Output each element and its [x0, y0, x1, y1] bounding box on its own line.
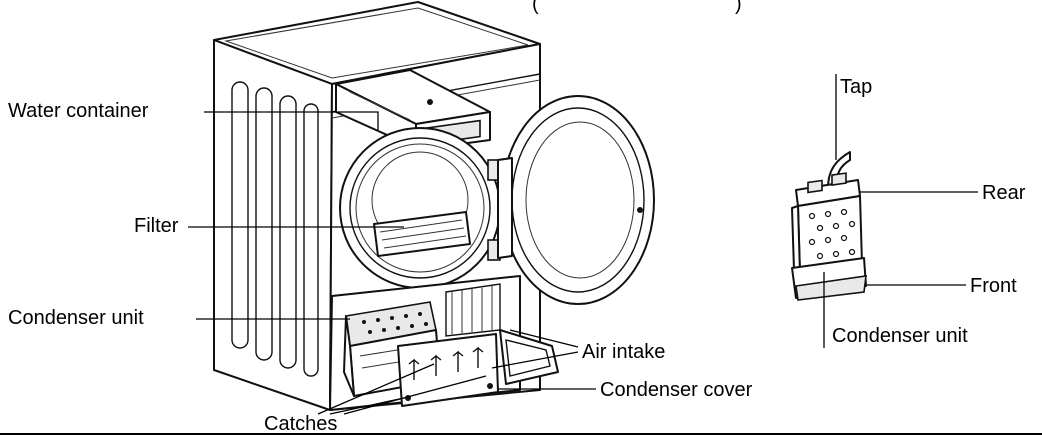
label-condenser-unit-right-text: Condenser unit [832, 325, 968, 347]
label-condenser-unit-left: Condenser unit [8, 307, 350, 329]
label-catches: Catches [264, 363, 487, 435]
label-rear: Rear [860, 182, 1026, 204]
label-front: Front [866, 275, 1017, 297]
label-tap: Tap [835, 74, 872, 160]
label-rear-text: Rear [982, 182, 1026, 204]
label-tap-text: Tap [840, 76, 872, 98]
label-air-intake: Air intake [491, 329, 665, 369]
label-filter-text: Filter [134, 215, 179, 237]
catches-plate [397, 333, 499, 407]
label-condenser-unit-right: Condenser unit [823, 272, 968, 348]
label-condenser-unit-left-text: Condenser unit [8, 307, 144, 329]
condenser-detail [791, 151, 867, 301]
dryer-illustration [213, 1, 655, 411]
header-fragment-right: ) [735, 0, 742, 15]
label-water-container: Water container [8, 100, 379, 130]
label-front-text: Front [970, 275, 1017, 297]
label-catches-text: Catches [264, 413, 337, 435]
open-door [497, 95, 655, 305]
header-fragment-left: ( [532, 0, 539, 15]
label-air-intake-text: Air intake [582, 341, 665, 363]
label-water-container-text: Water container [8, 100, 149, 122]
label-filter: Filter [134, 215, 404, 237]
label-condenser-cover: Condenser cover [498, 379, 753, 401]
drum-opening [339, 127, 501, 289]
label-condenser-cover-text: Condenser cover [600, 379, 753, 401]
